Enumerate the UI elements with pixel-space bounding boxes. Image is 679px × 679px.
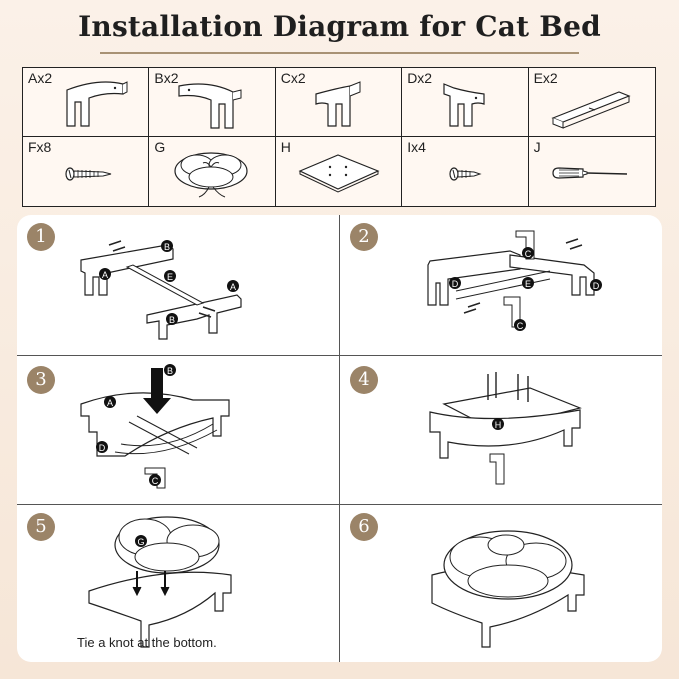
side-panel-c-icon: [315, 81, 361, 127]
part-label: Ex2: [533, 70, 558, 86]
divider-horizontal: [17, 504, 662, 505]
callout-label: G: [137, 537, 144, 547]
callout-label: E: [525, 279, 531, 289]
divider-horizontal: [17, 355, 662, 356]
step-number-badge: 1: [27, 223, 55, 251]
board-h-icon: [298, 154, 380, 193]
part-label: Cx2: [280, 70, 306, 86]
cushion-g-icon: [174, 152, 248, 198]
title-underline: [100, 52, 579, 54]
step-5: 5 G Tie a knot at the bottom.: [17, 505, 339, 662]
part-cell-b: Bx2: [149, 68, 276, 137]
screwdriver-j-icon: [551, 167, 627, 179]
step-number-badge: 5: [27, 513, 55, 541]
step-1: 1 B A E A B: [17, 215, 339, 355]
step-6-illustration: [431, 530, 585, 648]
step-2-illustration: C D E D C: [427, 230, 602, 331]
part-cell-j: J: [529, 137, 655, 206]
part-label: H: [280, 139, 291, 155]
part-cell-h: H: [276, 137, 403, 206]
step-5-note: Tie a knot at the bottom.: [77, 635, 217, 650]
part-label: Dx2: [407, 70, 433, 86]
parts-table: Ax2 Bx2 Cx2 Dx2: [22, 67, 656, 207]
callout-label: D: [452, 279, 459, 289]
short-screw-i-icon: [449, 167, 482, 181]
part-cell-d: Dx2: [402, 68, 529, 137]
divider-vertical: [339, 215, 340, 662]
step-3: 3 B A D C: [17, 356, 339, 504]
step-3-illustration: B A D C: [80, 364, 230, 489]
step-number-badge: 4: [350, 366, 378, 394]
part-label: G: [154, 139, 166, 155]
callout-label: D: [593, 281, 600, 291]
side-panel-a-icon: [66, 81, 128, 127]
part-label: Ax2: [28, 70, 53, 86]
callout-label: C: [152, 476, 159, 486]
side-panel-d-icon: [443, 83, 485, 127]
crossbar-e-icon: [550, 91, 631, 129]
callout-label: B: [169, 315, 175, 325]
part-label: Bx2: [154, 70, 179, 86]
page-title: Installation Diagram for Cat Bed: [78, 10, 601, 43]
side-panel-b-icon: [178, 83, 242, 129]
part-cell-i: Ix4: [402, 137, 529, 206]
callout-label: A: [102, 270, 108, 280]
part-label: Fx8: [28, 139, 52, 155]
part-cell-g: G: [149, 137, 276, 206]
step-number-badge: 3: [27, 366, 55, 394]
callout-label: A: [107, 398, 113, 408]
callout-label: C: [525, 249, 532, 259]
callout-label: B: [167, 366, 173, 376]
part-cell-e: Ex2: [528, 68, 655, 137]
step-number-badge: 2: [350, 223, 378, 251]
part-label: Ix4: [407, 139, 426, 155]
step-5-illustration: G: [88, 516, 232, 648]
step-4-illustration: H: [429, 372, 582, 485]
part-cell-f: Fx8: [23, 137, 150, 206]
step-6: 6: [340, 505, 662, 662]
callout-label: C: [517, 321, 524, 331]
callout-label: E: [167, 272, 173, 282]
part-cell-a: Ax2: [23, 68, 150, 137]
long-screw-f-icon: [65, 167, 112, 181]
step-number-badge: 6: [350, 513, 378, 541]
callout-label: B: [164, 242, 170, 252]
step-1-illustration: B A E A B: [80, 240, 242, 340]
step-2: 2 C D E D C: [340, 215, 662, 355]
callout-label: D: [99, 443, 106, 453]
step-4: 4 H: [340, 356, 662, 504]
part-cell-c: Cx2: [275, 68, 403, 137]
callout-label: A: [230, 282, 236, 292]
callout-label: H: [495, 420, 502, 430]
part-label: J: [533, 139, 541, 155]
steps-panel: 1 B A E A B 2: [17, 215, 662, 662]
